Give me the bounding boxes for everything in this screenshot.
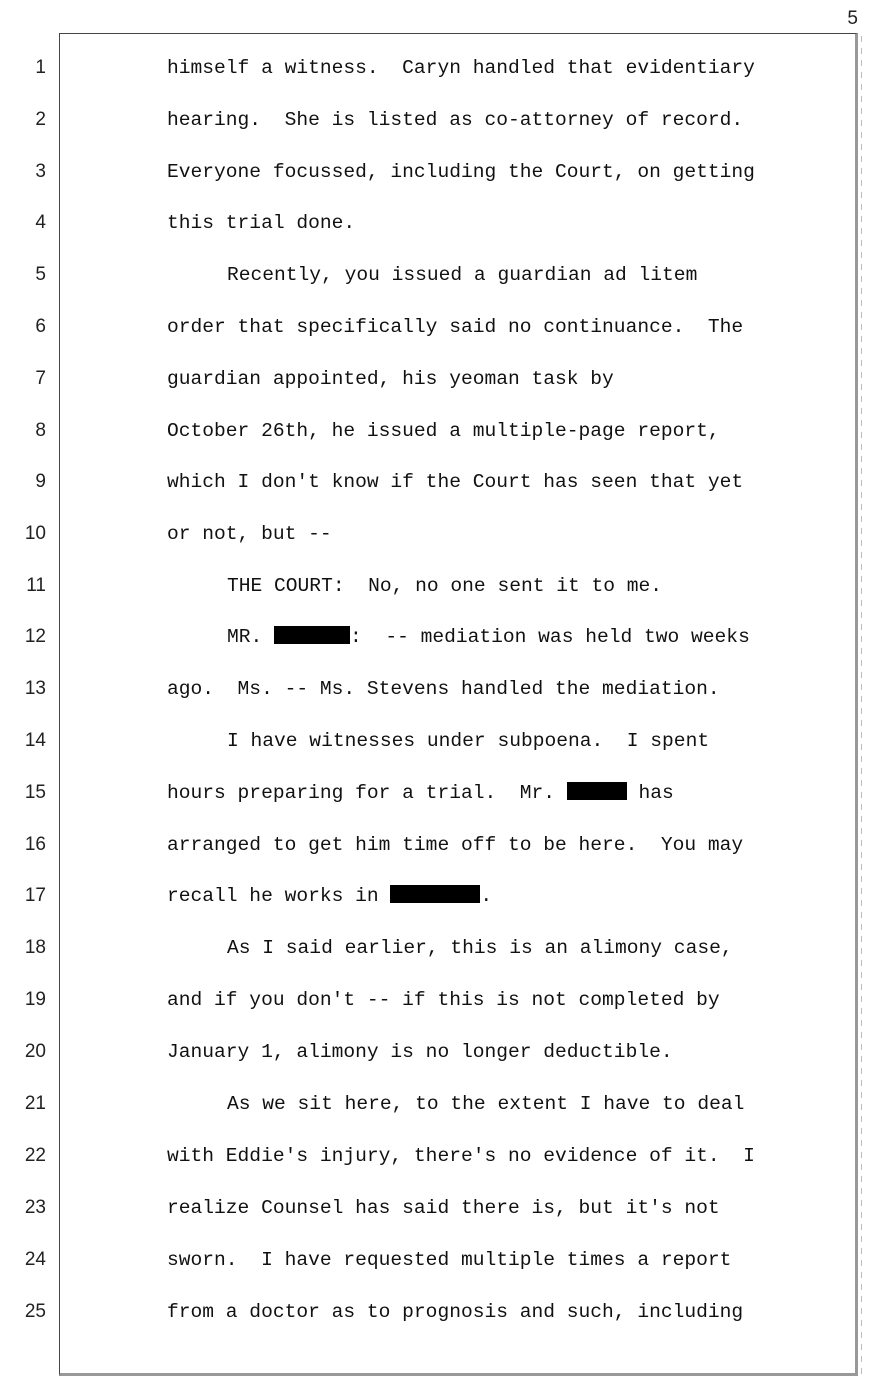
transcript-line: which I don't know if the Court has seen… — [167, 471, 744, 493]
transcript-line: January 1, alimony is no longer deductib… — [167, 1041, 673, 1063]
transcript-line: or not, but -- — [167, 523, 332, 545]
transcript-line: hours preparing for a trial. Mr. has — [167, 781, 674, 805]
redaction-block — [390, 885, 481, 903]
transcript-line: hearing. She is listed as co-attorney of… — [167, 109, 744, 131]
line-number: 1 — [35, 57, 46, 78]
line-text-after-redaction: . — [480, 885, 493, 907]
line-number: 24 — [24, 1249, 46, 1270]
line-number: 2 — [35, 109, 46, 130]
line-text-after-redaction: : -- mediation was held two weeks — [350, 626, 750, 648]
line-number: 20 — [24, 1041, 46, 1062]
transcript-line: guardian appointed, his yeoman task by — [167, 368, 614, 390]
line-number: 10 — [24, 523, 46, 544]
transcript-line: from a doctor as to prognosis and such, … — [167, 1301, 744, 1323]
line-number: 23 — [24, 1197, 46, 1218]
redaction-block — [566, 782, 627, 800]
transcript-line: realize Counsel has said there is, but i… — [167, 1197, 720, 1219]
transcript-line: Everyone focussed, including the Court, … — [167, 161, 755, 183]
redaction-block — [274, 626, 351, 644]
line-number: 19 — [24, 989, 46, 1010]
line-number: 13 — [24, 678, 46, 699]
line-number: 22 — [24, 1145, 46, 1166]
line-number: 15 — [24, 782, 46, 803]
line-number: 9 — [35, 471, 46, 492]
transcript-line: this trial done. — [167, 212, 356, 234]
transcript-line: with Eddie's injury, there's no evidence… — [167, 1145, 755, 1167]
transcript-line: recall he works in . — [167, 884, 492, 908]
transcript-frame — [59, 33, 858, 1376]
transcript-line: Recently, you issued a guardian ad litem — [227, 264, 698, 286]
page-number: 5 — [847, 8, 858, 29]
line-text-after-redaction: has — [626, 782, 674, 804]
line-number: 12 — [24, 626, 46, 647]
line-text-before-redaction: MR. — [227, 626, 275, 648]
line-number: 5 — [35, 264, 46, 285]
transcript-line: arranged to get him time off to be here.… — [167, 834, 744, 856]
line-text-before-redaction: hours preparing for a trial. Mr. — [167, 782, 567, 804]
transcript-line: ago. Ms. -- Ms. Stevens handled the medi… — [167, 678, 720, 700]
transcript-line: MR. : -- mediation was held two weeks — [227, 625, 750, 649]
line-number: 16 — [24, 834, 46, 855]
transcript-line: and if you don't -- if this is not compl… — [167, 989, 720, 1011]
line-number: 14 — [24, 730, 46, 751]
transcript-line: As we sit here, to the extent I have to … — [227, 1093, 745, 1115]
transcript-line: THE COURT: No, no one sent it to me. — [227, 575, 663, 597]
line-number: 3 — [35, 161, 46, 182]
page-edge-shadow — [861, 36, 862, 1378]
line-number: 8 — [35, 420, 46, 441]
transcript-line: himself a witness. Caryn handled that ev… — [167, 57, 755, 79]
transcript-line: October 26th, he issued a multiple-page … — [167, 420, 720, 442]
line-number: 7 — [35, 368, 46, 389]
transcript-line: I have witnesses under subpoena. I spent — [227, 730, 710, 752]
line-number: 11 — [26, 575, 46, 596]
line-text-before-redaction: recall he works in — [167, 885, 391, 907]
line-number: 25 — [24, 1301, 46, 1322]
transcript-line: order that specifically said no continua… — [167, 316, 744, 338]
line-number: 21 — [24, 1093, 46, 1114]
transcript-line: sworn. I have requested multiple times a… — [167, 1249, 732, 1271]
line-number: 6 — [35, 316, 46, 337]
transcript-line: As I said earlier, this is an alimony ca… — [227, 937, 733, 959]
line-number: 4 — [35, 212, 46, 233]
line-number: 17 — [24, 885, 46, 906]
line-number: 18 — [24, 937, 46, 958]
